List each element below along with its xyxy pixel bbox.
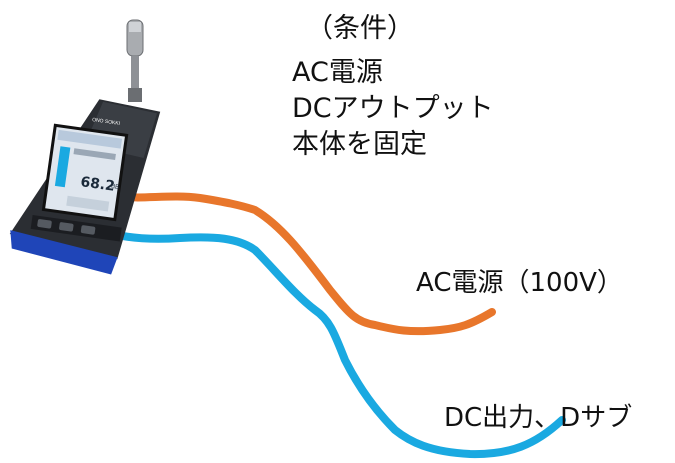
device-reading: 68.2 xyxy=(79,174,115,195)
ac-power-cable xyxy=(114,192,496,336)
conditions-heading: （条件） xyxy=(306,13,414,44)
condition-item-dc: DCアウトプット xyxy=(292,93,494,124)
condition-item-ac: AC電源 xyxy=(292,57,383,88)
ac-power-label: AC電源（100V） xyxy=(416,268,623,298)
microphone-icon xyxy=(126,19,144,102)
dc-output-label: DC出力、Dサブ xyxy=(444,403,633,433)
sound-level-meter xyxy=(9,99,161,275)
condition-item-fixed: 本体を固定 xyxy=(292,129,427,160)
dc-output-cable xyxy=(102,228,566,459)
device-brand: ONO SOKKI xyxy=(92,117,121,127)
device-unit: dB xyxy=(111,183,120,191)
